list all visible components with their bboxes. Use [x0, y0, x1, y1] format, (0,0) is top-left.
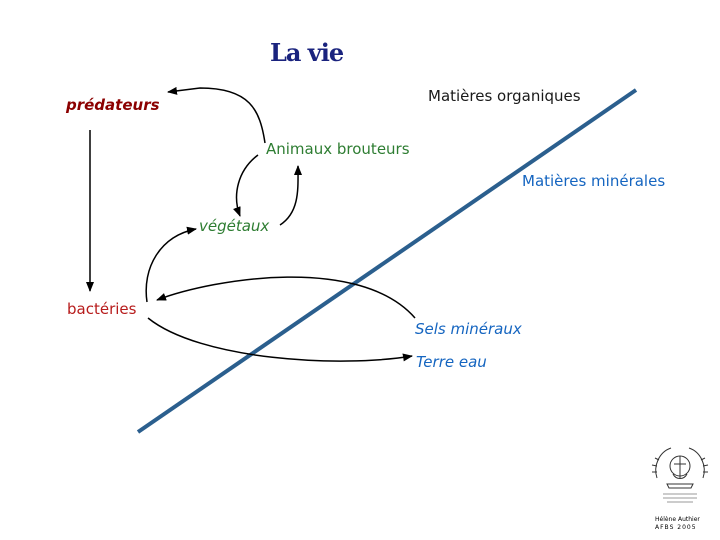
arrow-bacteries-to-terre: [147, 317, 413, 362]
label-matieres-organiques: Matières organiques: [428, 87, 581, 105]
credit-organization: AFBS 2005: [655, 524, 697, 531]
diagram-title: La vie: [270, 38, 344, 67]
arrow-sels-to-bacteries: [156, 276, 416, 319]
credit-author: Hélène Authier: [655, 516, 700, 523]
arrow-animaux-to-vegetaux: [233, 154, 259, 217]
label-matieres-minerales: Matières minérales: [522, 172, 666, 190]
label-bacteries: bactéries: [67, 300, 137, 318]
arrow-animaux-to-predateurs: [167, 86, 266, 144]
arrow-vegetaux-to-animaux: [279, 165, 303, 226]
label-terre-eau: Terre eau: [416, 353, 487, 371]
label-animaux-brouteurs: Animaux brouteurs: [266, 140, 410, 158]
seal-logo-icon: [651, 447, 709, 503]
label-sels-mineraux: Sels minéraux: [415, 320, 522, 338]
label-vegetaux: végétaux: [199, 217, 270, 235]
arrow-bacteries-to-vegetaux: [145, 226, 197, 303]
label-predateurs: prédateurs: [66, 96, 160, 114]
divider-line: [136, 88, 638, 434]
